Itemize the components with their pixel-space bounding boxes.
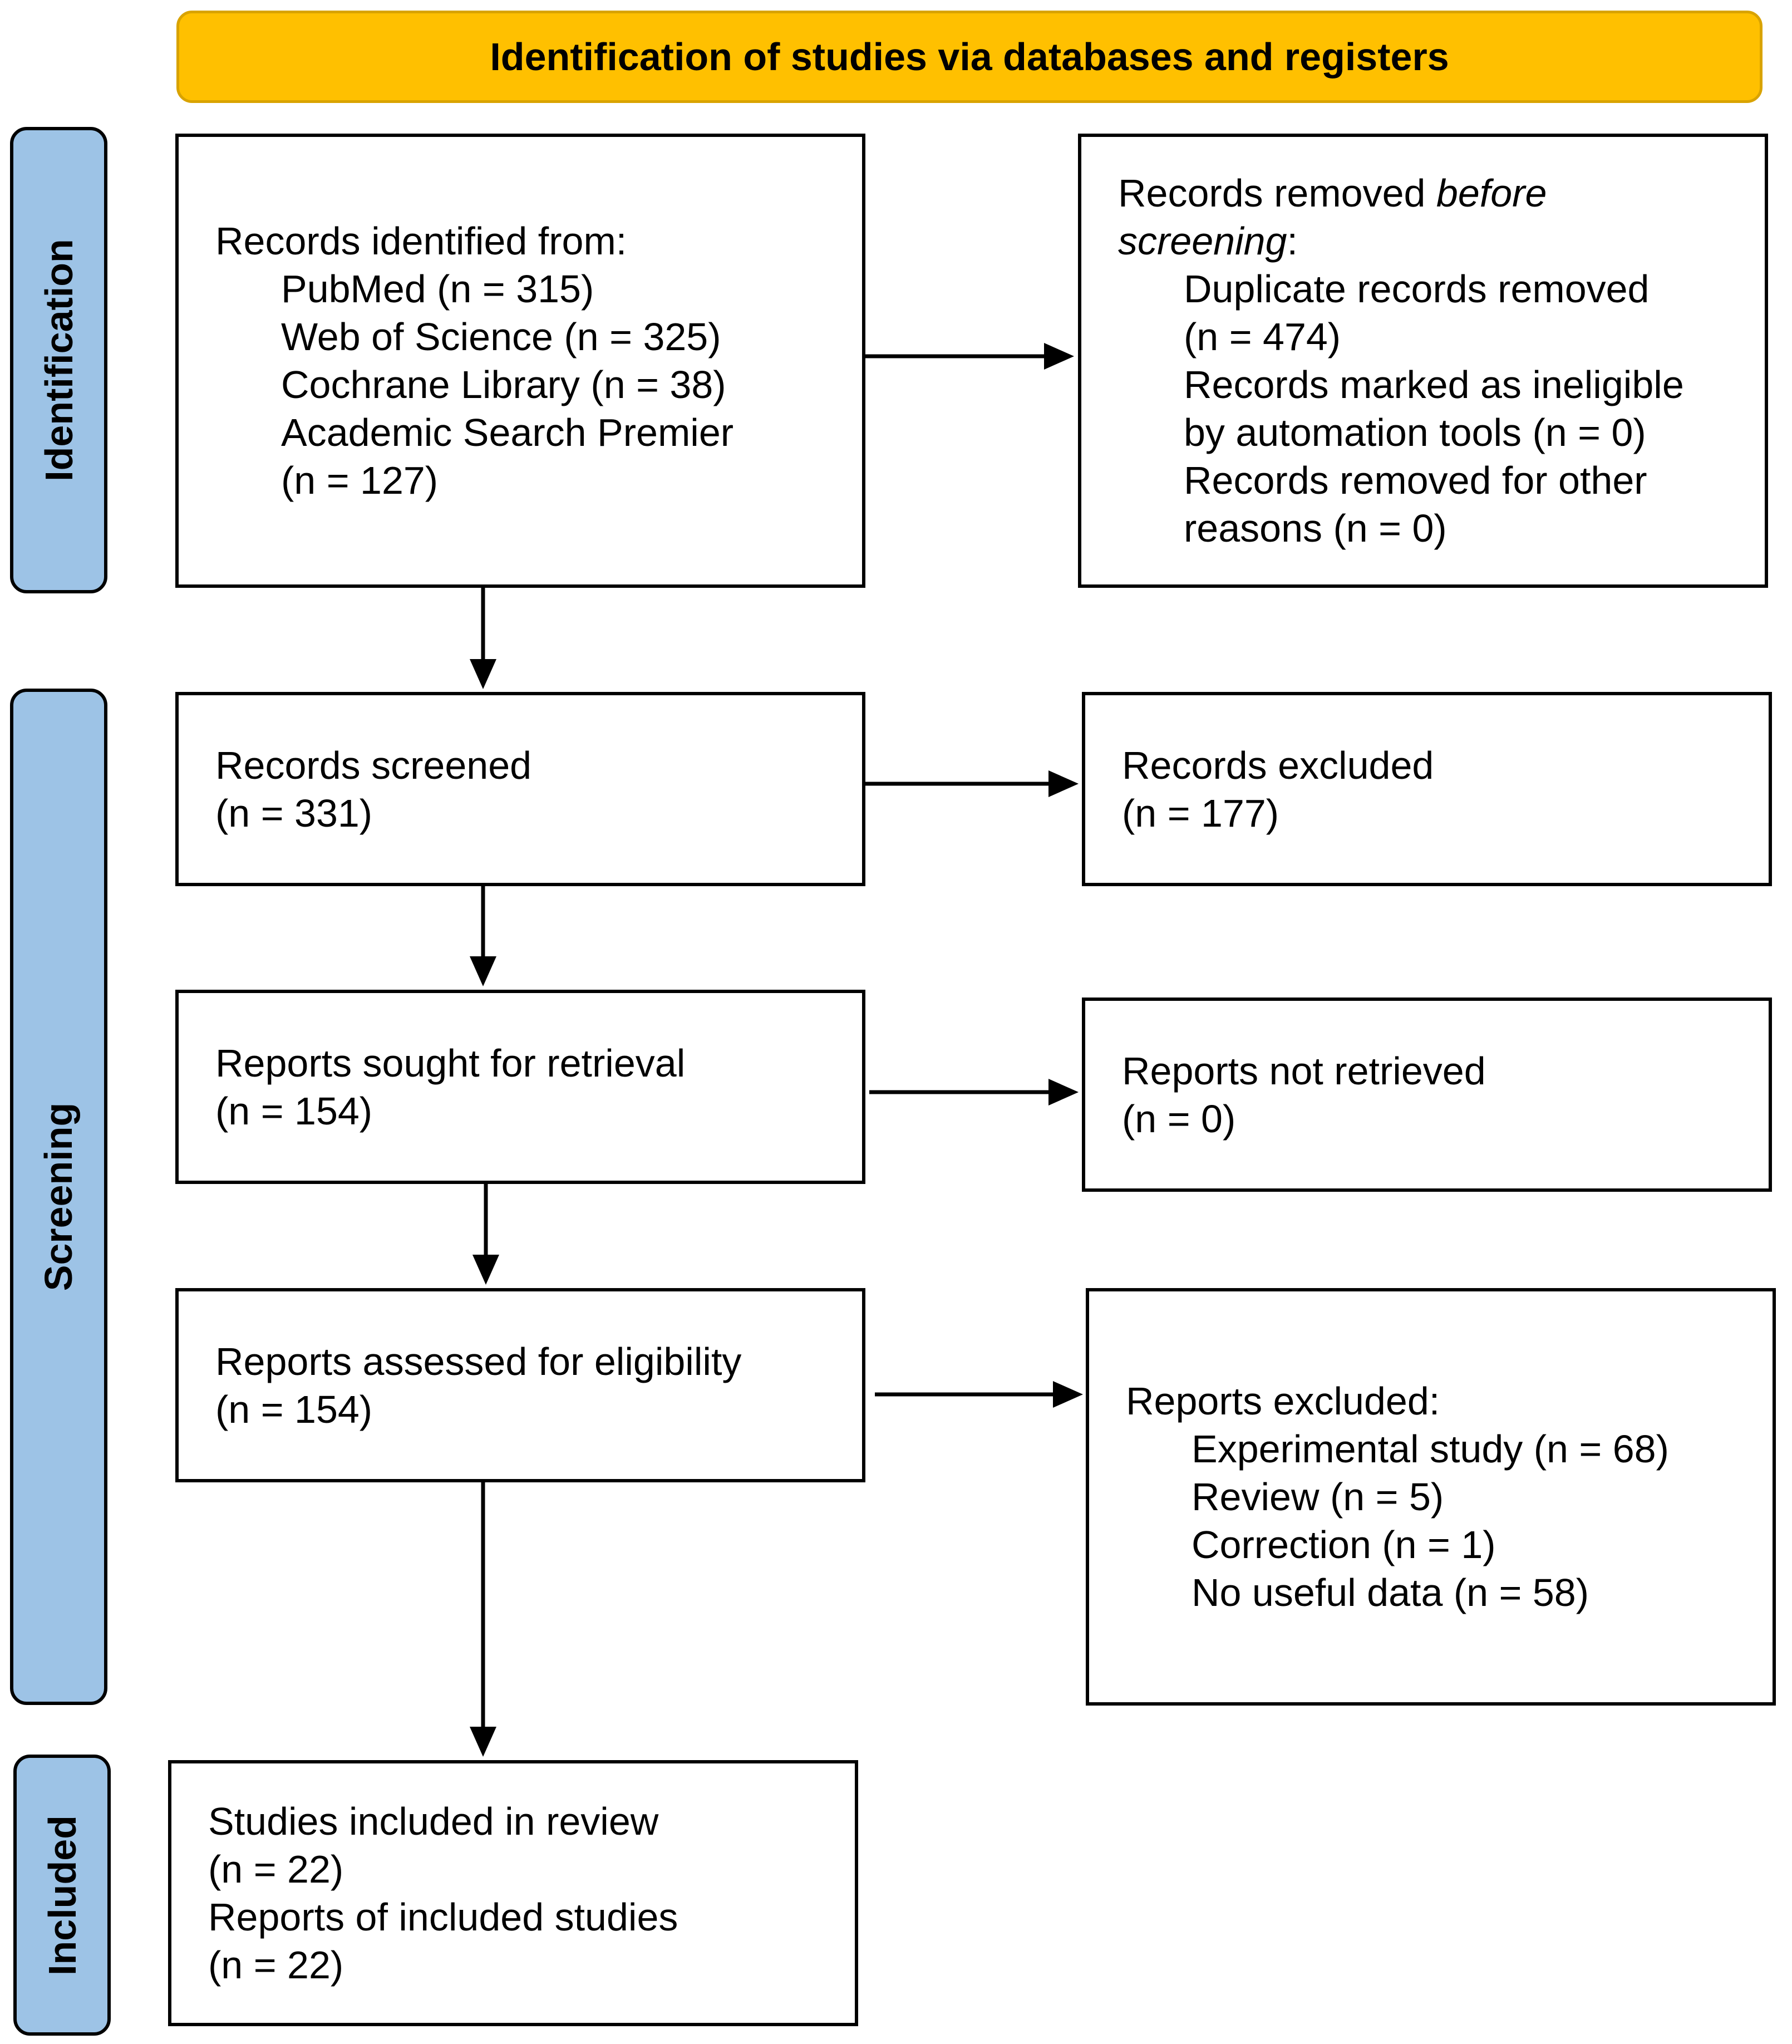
reports-assessed-box: Reports assessed for eligibility (n = 15…: [175, 1288, 865, 1482]
reports-excluded-heading: Reports excluded:: [1126, 1379, 1440, 1423]
studies-included-label: Studies included in review: [208, 1800, 659, 1843]
reports-sought-box: Reports sought for retrieval (n = 154): [175, 990, 865, 1184]
records-excluded-box: Records excluded (n = 177): [1082, 692, 1772, 886]
reports-excluded-item: No useful data (n = 58): [1192, 1571, 1589, 1614]
removed-item: (n = 474): [1184, 315, 1341, 358]
removed-item: by automation tools (n = 0): [1184, 411, 1646, 454]
records-excluded-count: (n = 177): [1122, 791, 1279, 835]
reports-included-label: Reports of included studies: [208, 1895, 678, 1939]
arrowhead-down-icon: [470, 659, 496, 689]
records-removed-heading: Records removed before: [1118, 171, 1547, 215]
reports-not-retrieved-box: Reports not retrieved (n = 0): [1082, 998, 1772, 1192]
source-item: Web of Science (n = 325): [281, 315, 721, 358]
reports-assessed-label: Reports assessed for eligibility: [215, 1339, 742, 1383]
arrowhead-down-icon: [470, 956, 496, 986]
source-item: Academic Search Premier: [281, 411, 734, 454]
removed-item: Duplicate records removed: [1184, 267, 1650, 311]
records-screened-label: Records screened: [215, 743, 532, 787]
reports-included-count: (n = 22): [208, 1943, 344, 1987]
removed-item: Records removed for other: [1184, 459, 1647, 502]
records-screened-count: (n = 331): [215, 791, 373, 835]
arrowhead-right-icon: [1044, 343, 1074, 370]
identification-banner: Identification of studies via databases …: [176, 11, 1763, 103]
banner-title: Identification of studies via databases …: [490, 35, 1449, 78]
records-excluded-label: Records excluded: [1122, 743, 1434, 787]
arrowhead-down-icon: [470, 1727, 496, 1757]
reports-sought-count: (n = 154): [215, 1089, 373, 1133]
arrowhead-right-icon: [1053, 1381, 1083, 1408]
phase-screening: Screening: [10, 689, 107, 1705]
source-item: Cochrane Library (n = 38): [281, 363, 726, 406]
reports-sought-label: Reports sought for retrieval: [215, 1041, 686, 1085]
records-screened-box: Records screened (n = 331): [175, 692, 865, 886]
source-item: PubMed (n = 315): [281, 267, 594, 311]
reports-excluded-item: Review (n = 5): [1192, 1475, 1444, 1519]
removed-item: Records marked as ineligible: [1184, 363, 1684, 406]
studies-included-count: (n = 22): [208, 1848, 344, 1891]
records-identified-box: Records identified from: PubMed (n = 315…: [175, 134, 865, 588]
reports-not-retrieved-count: (n = 0): [1122, 1097, 1236, 1141]
reports-excluded-item: Correction (n = 1): [1192, 1523, 1496, 1566]
reports-excluded-box: Reports excluded: Experimental study (n …: [1086, 1288, 1776, 1706]
arrowhead-down-icon: [472, 1255, 499, 1285]
records-removed-box: Records removed before screening: Duplic…: [1078, 134, 1768, 588]
studies-included-box: Studies included in review (n = 22) Repo…: [168, 1760, 858, 2026]
records-removed-heading-cont: screening:: [1118, 219, 1298, 263]
phase-included: Included: [13, 1755, 111, 2036]
arrowhead-right-icon: [1048, 770, 1079, 797]
removed-item: reasons (n = 0): [1184, 507, 1447, 550]
reports-assessed-count: (n = 154): [215, 1387, 373, 1431]
arrowhead-right-icon: [1048, 1079, 1079, 1105]
reports-not-retrieved-label: Reports not retrieved: [1122, 1049, 1486, 1093]
reports-excluded-item: Experimental study (n = 68): [1192, 1427, 1669, 1471]
source-item: (n = 127): [281, 459, 439, 502]
records-identified-heading: Records identified from:: [215, 219, 627, 263]
phase-identification: Identification: [10, 127, 107, 593]
